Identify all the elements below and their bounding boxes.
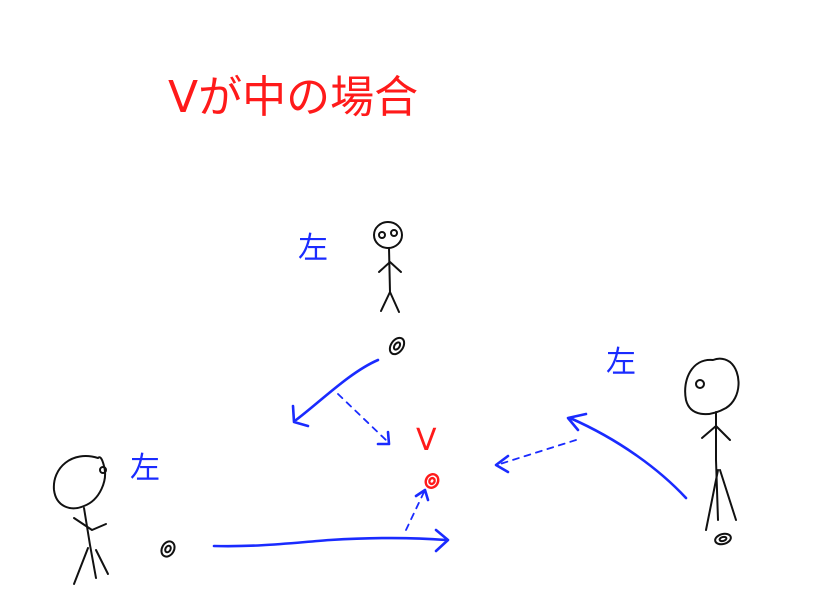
top-player <box>373 221 403 313</box>
target-ball <box>424 473 440 489</box>
top-player-body <box>388 247 391 293</box>
arrow-left-solid <box>212 528 450 553</box>
top-player-eye-left <box>378 231 386 239</box>
left-player-arms <box>73 517 107 531</box>
right-player-head <box>684 357 740 416</box>
top-ball <box>388 336 406 356</box>
left-player-legs <box>73 547 109 585</box>
arrow-left-dashed <box>405 488 430 531</box>
arrow-top-solid <box>291 358 380 428</box>
left-player-eye <box>99 466 107 474</box>
arrow-right-dashed <box>494 439 577 474</box>
right-player-label: 左 <box>606 345 636 380</box>
arrow-top-dashed <box>337 393 391 446</box>
arrow-right-solid <box>566 412 688 500</box>
right-ball <box>714 532 732 546</box>
right-player-arms <box>701 425 731 441</box>
target-label: V <box>416 423 437 458</box>
left-player-label: 左 <box>130 451 160 486</box>
left-ball <box>160 540 176 558</box>
top-player-legs <box>380 291 400 313</box>
right-player-legs <box>705 469 737 531</box>
left-player-body <box>83 507 97 579</box>
top-player-arms <box>378 261 402 273</box>
top-player-label: 左 <box>298 231 328 266</box>
right-player-eye <box>695 379 705 389</box>
right-player-body <box>715 411 719 521</box>
diagram-title: Vが中の場合 <box>168 72 418 123</box>
left-player <box>52 455 109 585</box>
left-player-head <box>52 455 106 510</box>
right-player <box>684 357 740 531</box>
top-player-eye-right <box>390 229 398 237</box>
